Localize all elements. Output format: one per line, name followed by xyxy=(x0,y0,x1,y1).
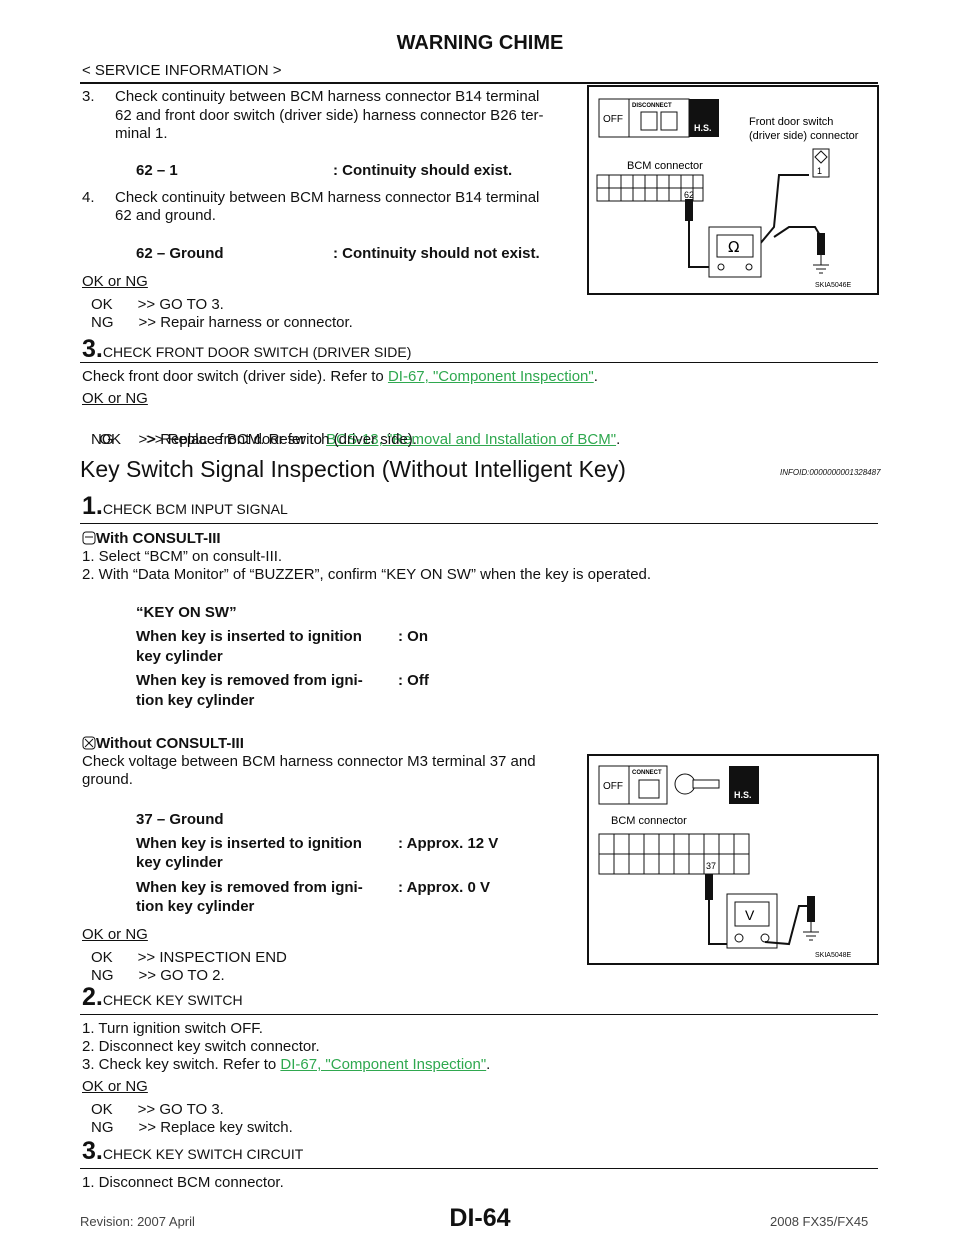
instruction-line: ground. xyxy=(82,771,133,788)
step-2-heading: 2.CHECK KEY SWITCH xyxy=(82,983,243,1011)
text-line: minal 1. xyxy=(115,125,168,142)
figure-id: SKIA5048E xyxy=(815,952,852,959)
condition-label: key cylinder xyxy=(136,854,223,871)
figure-continuity-check: OFF DISCONNECT H.S. Front door switch (d… xyxy=(587,85,879,295)
connect-text: CONNECT xyxy=(632,770,662,776)
text-line: 62 and ground. xyxy=(115,207,216,224)
step-number: 3. xyxy=(82,88,95,105)
model: 2008 FX35/FX45 xyxy=(770,1214,869,1229)
condition-label: key cylinder xyxy=(136,648,223,665)
step-number: 4. xyxy=(82,189,95,206)
condition-label: 62 – 1 xyxy=(136,162,178,179)
step-3-text: Check front door switch (driver side). R… xyxy=(82,368,598,385)
pin-37-label: 37 xyxy=(706,861,716,871)
disconnect-text: DISCONNECT xyxy=(632,103,672,109)
ng-result: NG >> Repair harness or connector. xyxy=(91,314,353,331)
key-icon xyxy=(674,773,696,795)
step-divider xyxy=(80,1014,878,1015)
without-consult-heading: Without CONSULT-III xyxy=(82,735,244,753)
ok-result: OK >> GO TO 3. xyxy=(91,296,224,313)
condition-label: When key is removed from igni- xyxy=(136,879,363,896)
ok-result: OK >> Replace BCM. Refer to BCS-13, "Rem… xyxy=(99,431,621,448)
step-1-heading: 1.CHECK BCM INPUT SIGNAL xyxy=(82,492,288,520)
off-key-icon xyxy=(598,98,630,138)
instruction-line: Check voltage between BCM harness connec… xyxy=(82,753,536,770)
figure-voltage-check: OFF CONNECT H.S. BCM connector 37 V xyxy=(587,754,879,965)
step-3-heading: 3.CHECK FRONT DOOR SWITCH (DRIVER SIDE) xyxy=(82,335,412,363)
front-door-label-2: (driver side) connector xyxy=(749,130,859,142)
condition-label: tion key cylinder xyxy=(136,692,255,709)
instruction-line: 1. Turn ignition switch OFF. xyxy=(82,1020,263,1037)
condition-label: 62 – Ground xyxy=(136,245,224,262)
bcm-connector-label: BCM connector xyxy=(611,815,687,827)
section-title: Key Switch Signal Inspection (Without In… xyxy=(80,456,626,482)
off-key-icon xyxy=(598,765,630,805)
condition-value: : Approx. 12 V xyxy=(398,835,499,852)
step-divider xyxy=(80,1168,878,1169)
condition-value: : On xyxy=(398,628,428,645)
continuity-diagram: OFF DISCONNECT H.S. Front door switch (d… xyxy=(596,98,859,289)
with-consult-heading: With CONSULT-III xyxy=(82,530,221,548)
hs-text: H.S. xyxy=(694,123,712,133)
info-id: INFOID:0000000001328487 xyxy=(780,468,881,477)
front-door-label: Front door switch xyxy=(749,116,833,128)
ok-result: OK >> GO TO 3. xyxy=(91,1101,224,1118)
hs-icon xyxy=(689,99,719,137)
condition-label: When key is inserted to ignition xyxy=(136,835,362,852)
ok-or-ng-label: OK or NG xyxy=(82,926,148,943)
ng-result: NG >> Replace key switch. xyxy=(91,1119,293,1136)
ok-or-ng-label: OK or NG xyxy=(82,1078,148,1095)
condition-label: When key is inserted to ignition xyxy=(136,628,362,645)
disconnect-icon xyxy=(628,98,690,138)
condition-value: : Continuity should exist. xyxy=(333,162,513,179)
link-di-67-component-inspection[interactable]: DI-67, "Component Inspection" xyxy=(387,368,594,385)
ok-result: OK >> INSPECTION END xyxy=(91,949,287,966)
ng-result: NG >> Replace front door switch (driver … xyxy=(91,431,417,448)
instruction-line: 3. Check key switch. Refer to DI-67, "Co… xyxy=(82,1056,491,1073)
ok-or-ng-label: OK or NG xyxy=(82,273,148,290)
condition-label: When key is removed from igni- xyxy=(136,672,363,689)
link-di-67-component-inspection[interactable]: DI-67, "Component Inspection" xyxy=(280,1056,487,1073)
condition-value: : Off xyxy=(398,672,429,689)
ng-result: NG >> GO TO 2. xyxy=(91,967,225,984)
text-line: Check continuity between BCM harness con… xyxy=(115,88,540,105)
instruction-line: 2. Disconnect key switch connector. xyxy=(82,1038,320,1055)
page-number: DI-64 xyxy=(449,1204,511,1232)
figure-id: SKIA5046E xyxy=(815,282,852,289)
consult-icon xyxy=(82,531,96,545)
text-line: 62 and front door switch (driver side) h… xyxy=(115,107,544,124)
voltage-diagram: OFF CONNECT H.S. BCM connector 37 V xyxy=(598,765,852,959)
no-consult-icon xyxy=(82,736,96,750)
condition-value: : Approx. 0 V xyxy=(398,879,490,896)
page-title: WARNING CHIME xyxy=(396,32,564,54)
step-3-instruction: 3. Check continuity between BCM harness … xyxy=(82,88,539,106)
ok-or-ng-label: OK or NG xyxy=(82,390,148,407)
voltage-check-title: 37 – Ground xyxy=(136,811,224,828)
condition-label: tion key cylinder xyxy=(136,898,255,915)
text-line: Check continuity between BCM harness con… xyxy=(115,189,540,206)
bcm-connector-label: BCM connector xyxy=(627,160,703,172)
section-breadcrumb: < SERVICE INFORMATION > xyxy=(82,62,282,79)
link-bcs-13-removal[interactable]: BCS-13, "Removal and Installation of BCM… xyxy=(326,431,617,448)
pin-1-label: 1 xyxy=(817,166,822,176)
hs-text: H.S. xyxy=(734,790,752,800)
instruction-line: 1. Select “BCM” on consult-III. xyxy=(82,548,283,565)
volt-symbol: V xyxy=(745,907,755,923)
ohm-symbol: Ω xyxy=(728,238,739,256)
condition-value: : Continuity should not exist. xyxy=(333,245,540,262)
off-text: OFF xyxy=(603,114,623,125)
header-divider xyxy=(80,82,878,84)
instruction-line: 1. Disconnect BCM connector. xyxy=(82,1174,284,1191)
instruction-line: 2. With “Data Monitor” of “BUZZER”, conf… xyxy=(82,566,652,583)
step-divider xyxy=(80,362,878,363)
revision: Revision: 2007 April xyxy=(80,1214,195,1229)
step-3-circuit-heading: 3.CHECK KEY SWITCH CIRCUIT xyxy=(82,1137,304,1165)
pin-62-label: 62 xyxy=(684,190,694,200)
off-text: OFF xyxy=(603,781,623,792)
monitor-item-title: “KEY ON SW” xyxy=(136,604,237,621)
step-divider xyxy=(80,523,878,524)
hs-icon xyxy=(729,766,759,804)
